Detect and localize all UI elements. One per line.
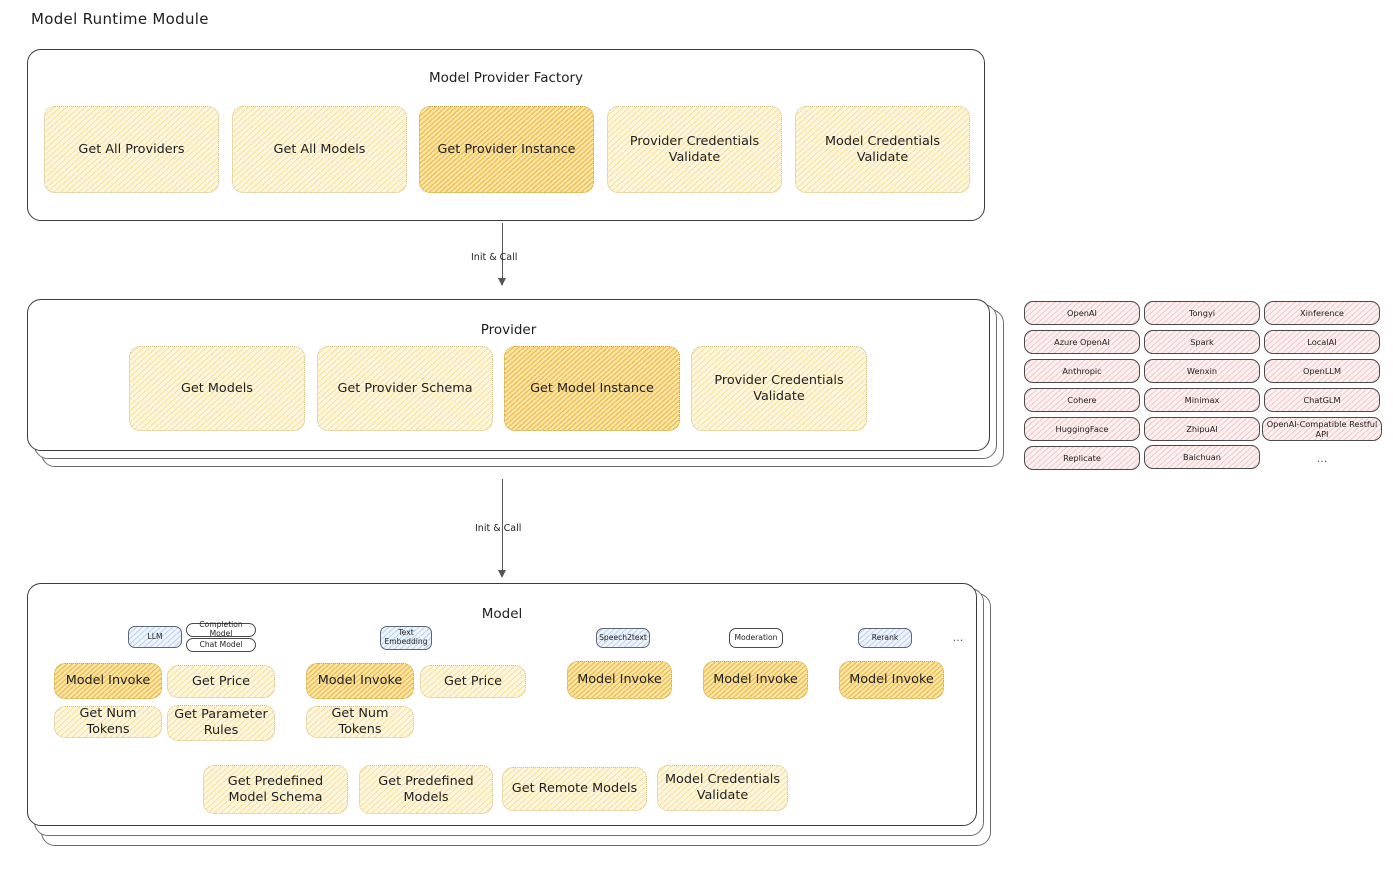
model-title: Model bbox=[481, 606, 523, 622]
model-node-llm-model-invoke[interactable]: Model Invoke bbox=[54, 663, 162, 699]
provider-pill-openai-compatible-restful-api[interactable]: OpenAI-Compatible Restful API bbox=[1262, 417, 1382, 441]
provider-pill-openllm[interactable]: OpenLLM bbox=[1264, 359, 1380, 383]
model-chip-chat-model[interactable]: Chat Model bbox=[186, 638, 256, 652]
factory-node-model-credentials-validate[interactable]: Model Credentials Validate bbox=[795, 106, 970, 193]
model-provider-factory-title: Model Provider Factory bbox=[428, 70, 583, 86]
model-node-moderation-model-invoke[interactable]: Model Invoke bbox=[703, 661, 808, 699]
provider-title: Provider bbox=[480, 322, 537, 338]
provider-pill-openai[interactable]: OpenAI bbox=[1024, 301, 1140, 325]
factory-node-get-all-providers[interactable]: Get All Providers bbox=[44, 106, 219, 193]
arrow-provider-to-model-head bbox=[498, 570, 506, 578]
provider-pill-tongyi[interactable]: Tongyi bbox=[1144, 301, 1260, 325]
provider-pill-wenxin[interactable]: Wenxin bbox=[1144, 359, 1260, 383]
model-node-text-embedding-get-price[interactable]: Get Price bbox=[420, 665, 526, 698]
provider-pill-localai[interactable]: LocalAI bbox=[1264, 330, 1380, 354]
model-node-llm-get-parameter-rules[interactable]: Get Parameter Rules bbox=[167, 705, 275, 741]
provider-pill-cohere[interactable]: Cohere bbox=[1024, 388, 1140, 412]
arrow-factory-to-provider-label: Init & Call bbox=[471, 252, 518, 263]
model-node-speech2text-model-invoke[interactable]: Model Invoke bbox=[567, 661, 672, 699]
model-node-rerank-model-invoke[interactable]: Model Invoke bbox=[839, 661, 944, 699]
model-chip-completion-model[interactable]: Completion Model bbox=[186, 620, 256, 638]
model-chip-moderation[interactable]: Moderation bbox=[729, 628, 783, 648]
provider-pill-anthropic[interactable]: Anthropic bbox=[1024, 359, 1140, 383]
model-node-model-credentials-validate[interactable]: Model Credentials Validate bbox=[657, 765, 788, 811]
page-title: Model Runtime Module bbox=[31, 10, 209, 28]
provider-pill-huggingface[interactable]: HuggingFace bbox=[1024, 417, 1140, 441]
model-node-llm-get-num-tokens[interactable]: Get Num Tokens bbox=[54, 706, 162, 738]
model-chip-rerank[interactable]: Rerank bbox=[858, 628, 912, 648]
arrow-factory-to-provider-line bbox=[502, 223, 504, 285]
model-node-text-embedding-model-invoke[interactable]: Model Invoke bbox=[306, 663, 414, 699]
model-chip-llm[interactable]: LLM bbox=[128, 626, 182, 648]
provider-pill-azure-openai[interactable]: Azure OpenAI bbox=[1024, 330, 1140, 354]
provider-pill-replicate[interactable]: Replicate bbox=[1024, 446, 1140, 470]
provider-pill-spark[interactable]: Spark bbox=[1144, 330, 1260, 354]
factory-node-get-all-models[interactable]: Get All Models bbox=[232, 106, 407, 193]
model-node-llm-get-price[interactable]: Get Price bbox=[167, 665, 275, 698]
provider-pill-zhipuai[interactable]: ZhipuAI bbox=[1144, 417, 1260, 441]
model-node-get-remote-models[interactable]: Get Remote Models bbox=[502, 767, 647, 811]
model-groups-more: ... bbox=[952, 631, 964, 644]
arrow-provider-to-model-line bbox=[502, 479, 504, 575]
arrow-provider-to-model-label: Init & Call bbox=[475, 523, 522, 534]
provider-pill-chatglm[interactable]: ChatGLM bbox=[1264, 388, 1380, 412]
model-node-get-predefined-model-schema[interactable]: Get Predefined Model Schema bbox=[203, 765, 348, 814]
factory-node-get-provider-instance[interactable]: Get Provider Instance bbox=[419, 106, 594, 193]
provider-node-get-models[interactable]: Get Models bbox=[129, 346, 305, 431]
provider-node-get-model-instance[interactable]: Get Model Instance bbox=[504, 346, 680, 431]
model-chip-speech2text[interactable]: Speech2text bbox=[596, 628, 650, 648]
model-node-text-embedding-get-num-tokens[interactable]: Get Num Tokens bbox=[306, 706, 414, 738]
arrow-factory-to-provider-head bbox=[498, 278, 506, 286]
provider-list-more: ... bbox=[1316, 452, 1328, 465]
provider-pill-baichuan[interactable]: Baichuan bbox=[1144, 445, 1260, 469]
provider-node-provider-credentials-validate[interactable]: Provider Credentials Validate bbox=[691, 346, 867, 431]
factory-node-provider-credentials-validate[interactable]: Provider Credentials Validate bbox=[607, 106, 782, 193]
model-node-get-predefined-models[interactable]: Get Predefined Models bbox=[359, 765, 493, 814]
provider-node-get-provider-schema[interactable]: Get Provider Schema bbox=[317, 346, 493, 431]
model-chip-text-embedding[interactable]: Text Embedding bbox=[380, 626, 432, 650]
provider-pill-xinference[interactable]: Xinference bbox=[1264, 301, 1380, 325]
provider-pill-minimax[interactable]: Minimax bbox=[1144, 388, 1260, 412]
